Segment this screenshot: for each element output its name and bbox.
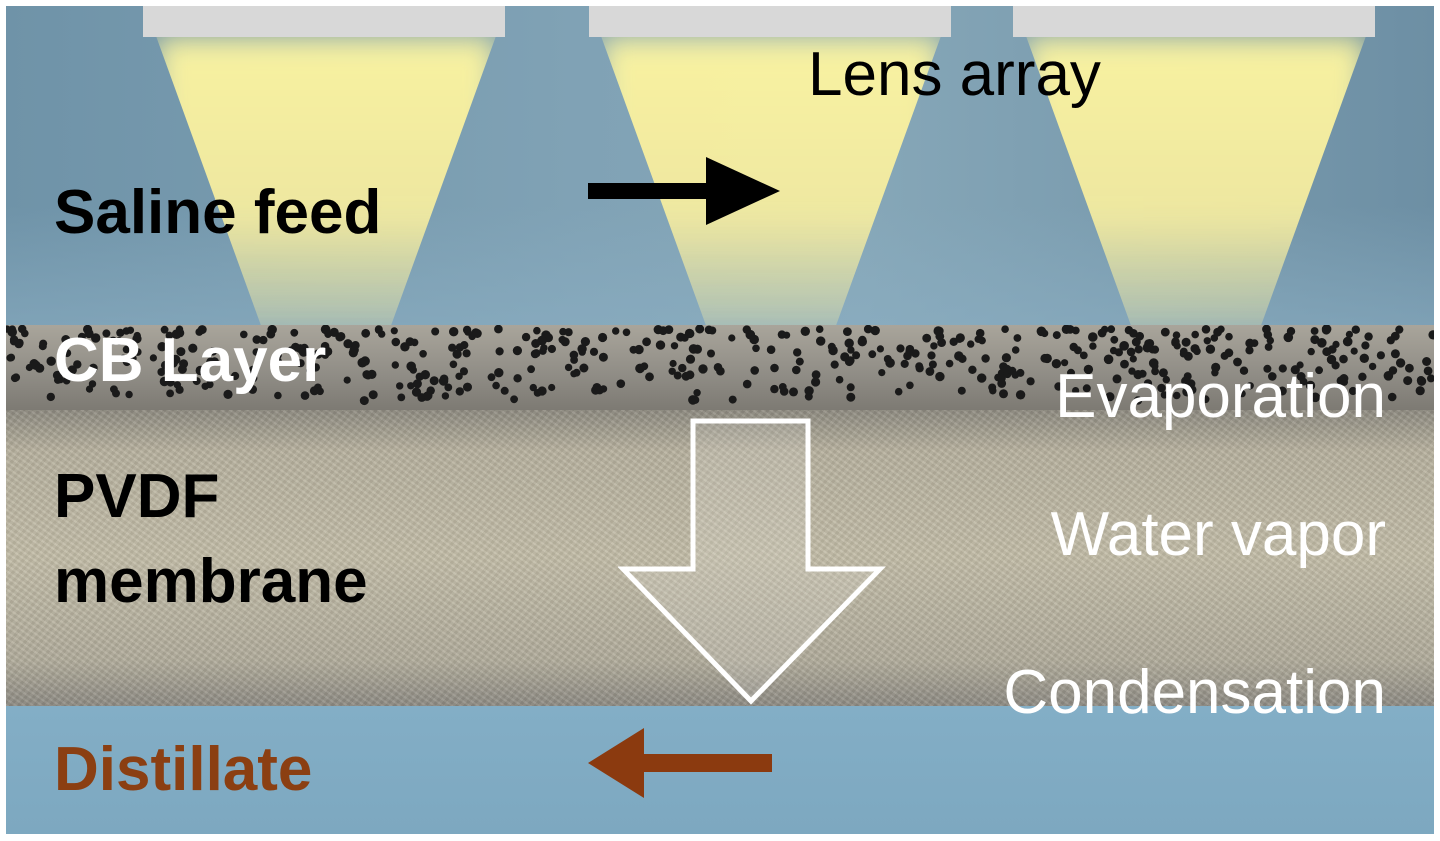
carbon-black-particles: [6, 325, 1434, 406]
lens-3: [1013, 6, 1375, 37]
evaporation-label: Evaporation: [1055, 362, 1386, 431]
saline-feed-label: Saline feed: [54, 178, 382, 247]
cb-layer: [6, 325, 1434, 410]
feed-flow-arrow-icon: [588, 157, 780, 225]
diagram-frame: Lens array Saline feed CB Layer PVDF mem…: [6, 6, 1434, 834]
pvdf-membrane-layer: [6, 406, 1434, 706]
distillate-label: Distillate: [54, 735, 313, 804]
cb-layer-label: CB Layer: [54, 326, 327, 395]
lens-1: [143, 6, 505, 37]
vapor-transport-arrow-icon: [618, 418, 886, 705]
lens-array-label: Lens array: [808, 40, 1101, 109]
pvdf-label: PVDF: [54, 462, 220, 531]
water-vapor-label: Water vapor: [1050, 500, 1386, 569]
condensation-label: Condensation: [1003, 658, 1386, 727]
membrane-label: membrane: [54, 547, 368, 616]
lens-2: [589, 6, 951, 37]
distillate-flow-arrow-icon: [588, 728, 772, 798]
